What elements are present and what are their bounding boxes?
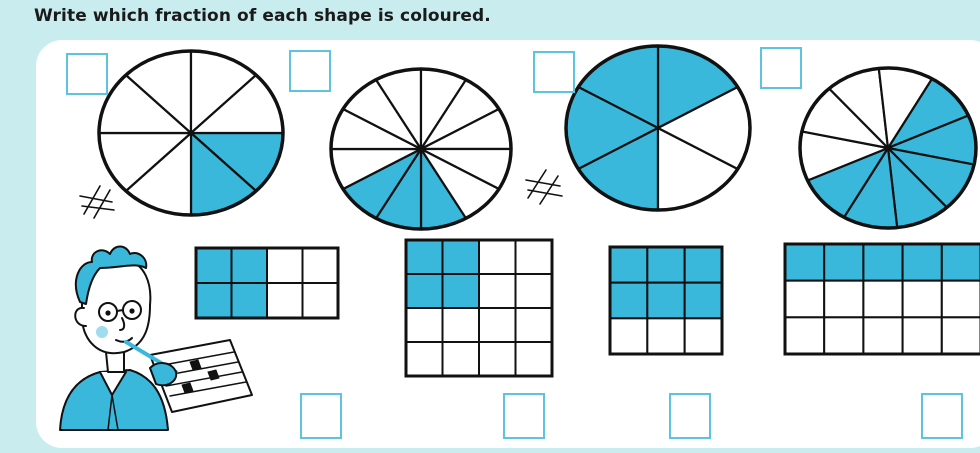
- blank-cell: [516, 274, 553, 308]
- blank-cell: [785, 281, 824, 318]
- fraction-circle-4: [800, 68, 976, 228]
- blank-cell: [516, 240, 553, 274]
- coloured-cell: [443, 274, 480, 308]
- coloured-cell: [647, 283, 684, 319]
- fraction-circle-2: [331, 69, 511, 229]
- coloured-cell: [443, 240, 480, 274]
- blank-cell: [903, 317, 942, 354]
- blank-cell: [443, 308, 480, 342]
- coloured-cell: [785, 244, 824, 281]
- answer-box-circle-4[interactable]: [760, 47, 802, 89]
- blank-cell: [267, 283, 303, 318]
- answer-box-grid-4[interactable]: [921, 393, 963, 439]
- answer-box-circle-2[interactable]: [289, 50, 331, 92]
- blank-cell: [903, 281, 942, 318]
- blank-cell: [303, 283, 339, 318]
- coloured-cell: [647, 247, 684, 283]
- blank-cell: [610, 318, 647, 354]
- answer-box-grid-2[interactable]: [503, 393, 545, 439]
- answer-box-circle-1[interactable]: [66, 53, 108, 95]
- blank-cell: [479, 308, 516, 342]
- blank-cell: [824, 281, 863, 318]
- blank-cell: [479, 240, 516, 274]
- answer-box-grid-1[interactable]: [300, 393, 342, 439]
- coloured-cell: [824, 244, 863, 281]
- coloured-cell: [196, 283, 232, 318]
- blank-cell: [479, 342, 516, 376]
- coloured-cell: [232, 283, 268, 318]
- blank-cell: [267, 248, 303, 283]
- answer-box-grid-3[interactable]: [669, 393, 711, 439]
- coloured-cell: [903, 244, 942, 281]
- fraction-grids: [196, 240, 980, 376]
- coloured-cell: [406, 274, 443, 308]
- coloured-cell: [610, 283, 647, 319]
- blank-cell: [406, 342, 443, 376]
- blank-cell: [824, 317, 863, 354]
- fraction-grid-1: [196, 248, 338, 318]
- blank-cell: [685, 318, 722, 354]
- blank-cell: [647, 318, 684, 354]
- fraction-circle-3: [566, 46, 750, 210]
- blank-cell: [479, 274, 516, 308]
- blank-cell: [303, 248, 339, 283]
- fraction-grid-3: [610, 247, 722, 354]
- coloured-cell: [685, 247, 722, 283]
- blank-cell: [863, 281, 902, 318]
- coloured-cell: [685, 283, 722, 319]
- coloured-cell: [863, 244, 902, 281]
- blank-cell: [942, 317, 980, 354]
- coloured-cell: [610, 247, 647, 283]
- blank-cell: [785, 317, 824, 354]
- blank-cell: [942, 281, 980, 318]
- fraction-grid-2: [406, 240, 552, 376]
- coloured-cell: [196, 248, 232, 283]
- coloured-cell: [942, 244, 980, 281]
- answer-box-circle-3[interactable]: [533, 51, 575, 93]
- fraction-circle-1: [99, 51, 283, 215]
- blank-cell: [443, 342, 480, 376]
- coloured-cell: [232, 248, 268, 283]
- fraction-grid-4: [785, 244, 980, 354]
- blank-cell: [863, 317, 902, 354]
- coloured-cell: [406, 240, 443, 274]
- blank-cell: [516, 342, 553, 376]
- blank-cell: [406, 308, 443, 342]
- blank-cell: [516, 308, 553, 342]
